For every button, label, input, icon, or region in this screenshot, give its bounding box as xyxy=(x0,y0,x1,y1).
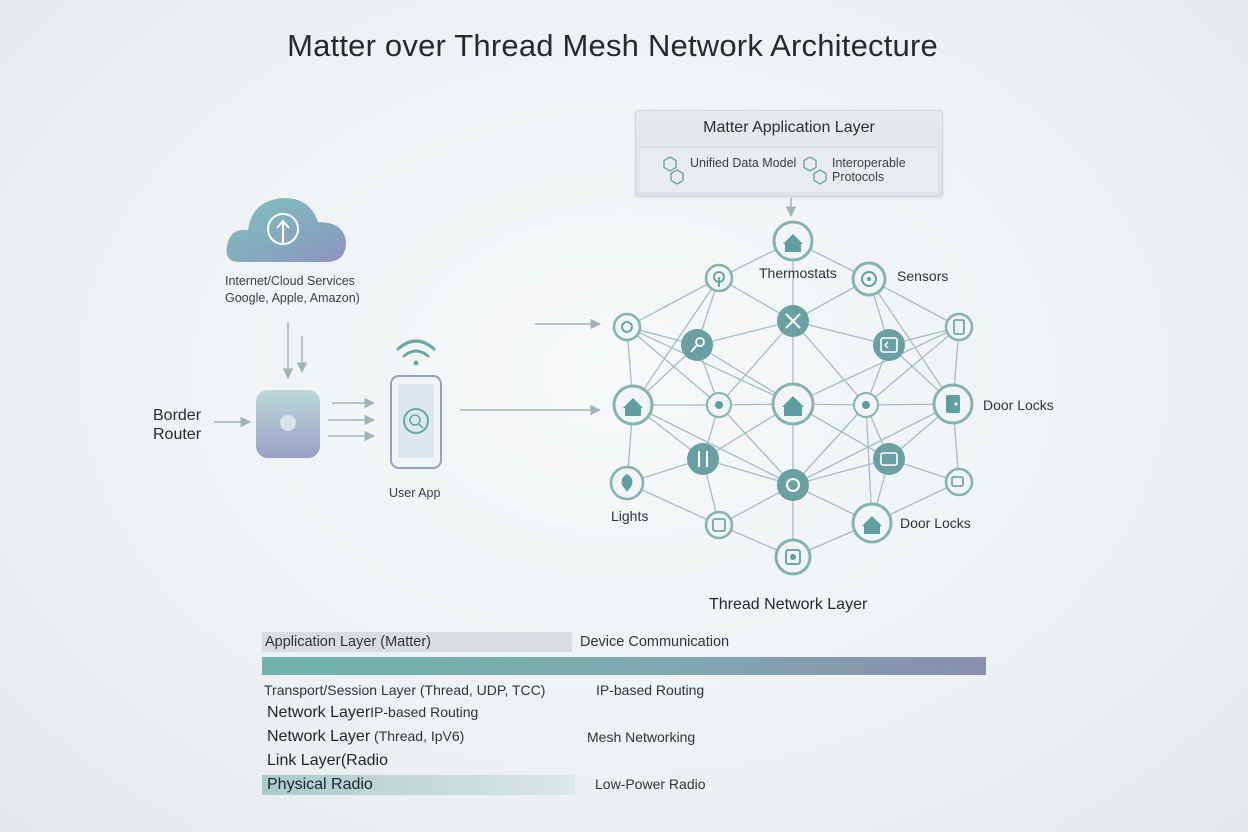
application-layer-bar xyxy=(262,632,572,652)
application-layer-label: Application Layer (Matter) xyxy=(265,634,432,650)
home-node-center[interactable] xyxy=(771,382,815,426)
hexagon-icon xyxy=(663,156,684,185)
network-layer-row-b: Network Layer (Thread, IpV6) xyxy=(267,728,464,746)
cloud-label-line1: Internet/Cloud Services xyxy=(225,274,355,288)
node-t-icon[interactable] xyxy=(704,263,734,293)
thread-network-layer-label: Thread Network Layer xyxy=(709,596,868,613)
node-box-icon[interactable] xyxy=(774,538,812,576)
node-plug-icon[interactable] xyxy=(687,443,719,475)
cloud-icon xyxy=(226,198,346,262)
home-node-bottom-right[interactable] xyxy=(851,502,893,544)
door-locks-label-1: Door Locks xyxy=(983,397,1054,413)
feature-protocols: Protocols xyxy=(832,170,885,184)
sensor-node[interactable] xyxy=(851,261,887,297)
node-signal-icon[interactable] xyxy=(612,312,642,342)
node-hub-left[interactable] xyxy=(706,392,732,418)
lights-label: Lights xyxy=(611,508,649,524)
matter-layer-title: Matter Application Layer xyxy=(703,119,875,136)
feature-interoperable: Interoperable xyxy=(832,156,906,170)
transport-layer-label: Transport/Session Layer (Thread, UDP, TC… xyxy=(264,682,546,698)
physical-radio-bar xyxy=(262,775,575,795)
network-layer-b-bold: Network Layer xyxy=(267,728,371,745)
wifi-icon xyxy=(396,339,436,366)
border-router-label-line1: Border xyxy=(153,407,202,424)
physical-radio-label: Physical Radio xyxy=(267,776,373,793)
device-communication-label: Device Communication xyxy=(580,634,730,650)
smartphone-icon xyxy=(390,375,442,469)
mesh-networking-label: Mesh Networking xyxy=(587,729,696,745)
thermostat-node[interactable] xyxy=(772,220,814,262)
border-router-label-line2: Router xyxy=(153,426,202,443)
door-lock-node[interactable] xyxy=(932,383,974,425)
node-tools-icon[interactable] xyxy=(777,305,809,337)
network-layer-row-a: Network LayerIP-based Routing xyxy=(267,704,478,722)
cloud-label-line2: Google, Apple, Amazon) xyxy=(225,291,360,305)
matter-layer-features: Unified Data Model Interoperable Protoco… xyxy=(640,147,938,192)
network-layer-a-rest: IP-based Routing xyxy=(370,704,479,720)
link-layer-rest: (Radio xyxy=(340,752,388,769)
border-router-device xyxy=(256,390,320,458)
home-node-left[interactable] xyxy=(612,384,654,426)
node-hub-right[interactable] xyxy=(853,392,879,418)
node-folder-icon[interactable] xyxy=(873,443,905,475)
node-key-icon[interactable] xyxy=(681,329,713,361)
node-puzzle-icon[interactable] xyxy=(704,510,734,540)
node-gear-icon[interactable] xyxy=(777,469,809,501)
node-camera-icon[interactable] xyxy=(944,467,974,497)
light-node[interactable] xyxy=(609,465,645,501)
user-app-label: User App xyxy=(389,486,441,500)
stack-gradient-bar xyxy=(262,657,986,675)
node-code-icon[interactable] xyxy=(873,329,905,361)
thermostats-label: Thermostats xyxy=(759,265,837,281)
matter-application-layer-box: Matter Application Layer Unified Data Mo… xyxy=(635,110,943,197)
network-layer-a-bold: Network Layer xyxy=(267,704,371,721)
network-layer-b-rest: (Thread, IpV6) xyxy=(370,728,465,744)
feature-unified-data-model: Unified Data Model xyxy=(690,156,797,170)
page-title: Matter over Thread Mesh Network Architec… xyxy=(287,28,938,63)
low-power-radio-label: Low-Power Radio xyxy=(595,776,706,792)
door-locks-label-2: Door Locks xyxy=(900,515,971,531)
node-panel-icon[interactable] xyxy=(944,312,974,342)
ip-routing-label: IP-based Routing xyxy=(596,682,705,698)
link-layer-row: Link Layer(Radio xyxy=(267,752,388,770)
hexagon-icon xyxy=(803,156,827,185)
sensors-label: Sensors xyxy=(897,268,949,284)
link-layer-bold: Link Layer xyxy=(267,752,341,769)
